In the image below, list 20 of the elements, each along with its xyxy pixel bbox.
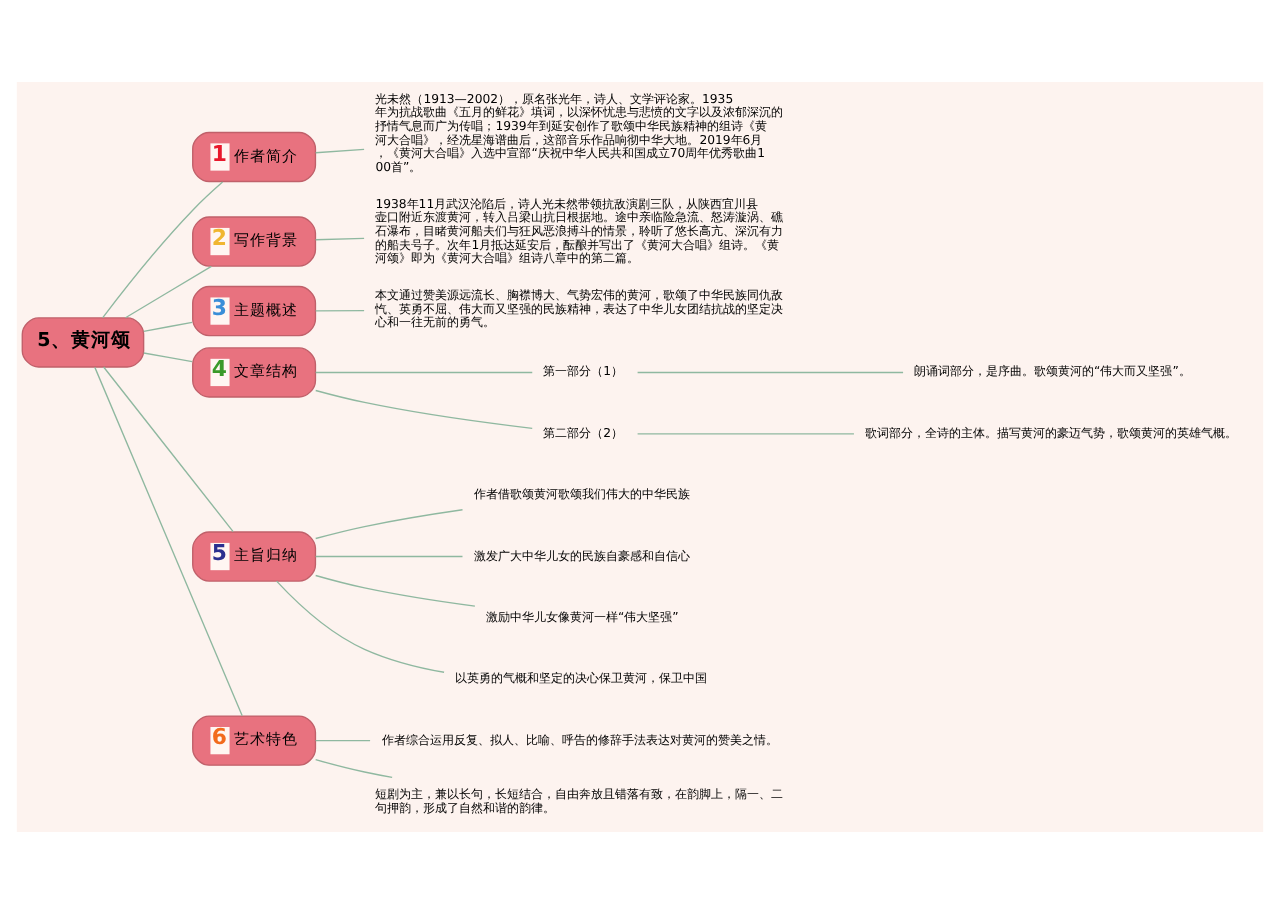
connector [102, 180, 224, 318]
connector [102, 365, 234, 532]
connector [275, 579, 445, 672]
connector [315, 388, 533, 428]
connector [143, 351, 193, 362]
node-box: 5、黄河颂 [21, 316, 145, 367]
connector [636, 370, 904, 373]
connector [636, 432, 855, 434]
connector [314, 370, 533, 373]
connector [143, 320, 193, 332]
connector [315, 573, 476, 606]
connector [314, 554, 464, 557]
connector [314, 236, 365, 240]
connector [124, 264, 213, 318]
connector [315, 508, 464, 539]
connector [314, 147, 365, 153]
connector [94, 365, 243, 716]
connector [314, 308, 365, 311]
connector [314, 738, 371, 741]
connector [315, 757, 393, 778]
